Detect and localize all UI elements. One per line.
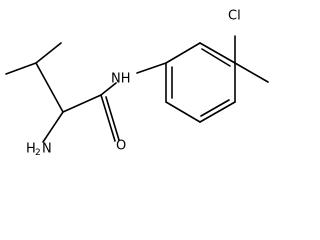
ring-double-inner-2: [200, 99, 230, 117]
bond-carbonyl-o-b: [105, 96, 120, 141]
bond-alpha-to-carbonyl: [62, 94, 102, 113]
bond-methyl-top: [35, 42, 62, 64]
ring-bond-5: [165, 101, 201, 123]
chlorine-label: Cl: [228, 9, 241, 24]
bond-methyl-left: [5, 62, 37, 75]
ring-double-inner-1: [201, 48, 231, 67]
carbonyl-oxygen-label: O: [116, 139, 126, 154]
bond-ring-to-methyl: [234, 62, 269, 83]
bond-ch-to-alpha: [35, 62, 64, 113]
amino-label-subscript: 2: [35, 148, 41, 157]
amide-nh-label: NH: [111, 72, 131, 87]
chemical-structure-diagram: H 2 N NH O Cl: [5, 9, 269, 157]
ring-bond-2: [199, 42, 236, 64]
ring-bond-4: [199, 101, 236, 123]
bond-nh-to-ring: [136, 62, 167, 74]
ring-bond-1: [165, 42, 201, 64]
bond-carbonyl-o-a: [100, 94, 116, 142]
bond-carbonyl-to-nh: [100, 82, 117, 96]
amino-label-n: N: [42, 142, 52, 157]
amino-label-h: H: [26, 142, 36, 157]
bond-alpha-to-amine: [42, 111, 64, 143]
